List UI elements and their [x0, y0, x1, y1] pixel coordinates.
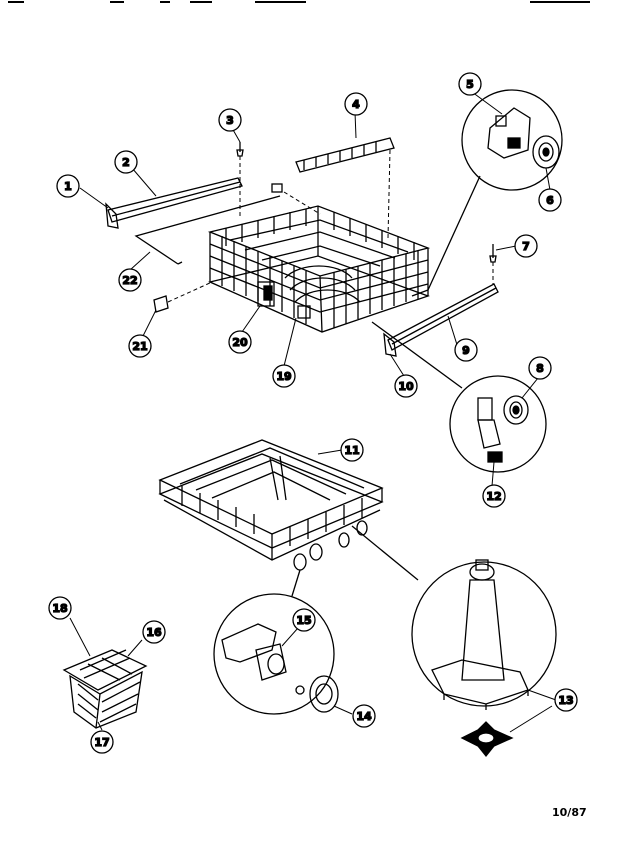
callout-14: 14	[352, 704, 376, 728]
callout-22: 22	[118, 268, 142, 292]
detail-circle-lower-wheel	[371, 321, 547, 473]
leader-lines	[69, 91, 557, 733]
callout-2: 2	[114, 150, 138, 174]
svg-text:17: 17	[94, 736, 109, 749]
callout-17: 17	[90, 730, 114, 754]
callout-8: 8	[528, 356, 552, 380]
svg-text:7: 7	[522, 240, 530, 253]
callout-16: 16	[142, 620, 166, 644]
callout-11: 11	[340, 438, 364, 462]
detail-circle-upper-wheel	[411, 89, 563, 297]
svg-text:18: 18	[52, 602, 67, 615]
callout-6: 6	[538, 188, 562, 212]
callout-12: 12	[482, 484, 506, 508]
svg-text:9: 9	[462, 344, 470, 357]
svg-text:5: 5	[466, 78, 474, 91]
callout-7: 7	[514, 234, 538, 258]
detail-circle-rack-roller	[213, 569, 339, 715]
callout-5: 5	[458, 72, 482, 96]
svg-text:3: 3	[226, 114, 234, 127]
svg-text:12: 12	[486, 490, 501, 503]
callout-18: 18	[48, 596, 72, 620]
guide-lines	[167, 149, 494, 303]
svg-text:13: 13	[558, 694, 573, 707]
upper-rack	[207, 205, 431, 333]
callout-3: 3	[218, 108, 242, 132]
svg-text:16: 16	[146, 626, 162, 639]
svg-text:10: 10	[398, 380, 414, 393]
svg-text:21: 21	[132, 340, 147, 353]
callouts: 1 2 3 4 5 6 7 8 9 10 11 12 13 14 15 16 1…	[48, 72, 578, 754]
svg-text:19: 19	[276, 370, 291, 383]
callout-21: 21	[128, 334, 152, 358]
callout-13: 13	[554, 688, 578, 712]
callout-1: 1	[56, 174, 80, 198]
svg-text:14: 14	[356, 710, 372, 723]
silverware-basket	[62, 649, 148, 729]
callout-4: 4	[344, 92, 368, 116]
callout-19: 19	[272, 364, 296, 388]
callout-10: 10	[394, 374, 418, 398]
svg-text:11: 11	[344, 444, 359, 457]
svg-text:1: 1	[64, 180, 72, 193]
callout-9: 9	[454, 338, 478, 362]
diagram-date: 10/87	[552, 806, 587, 819]
callout-15: 15	[292, 608, 316, 632]
svg-text:6: 6	[546, 194, 554, 207]
lower-rack	[158, 439, 384, 571]
svg-text:2: 2	[122, 156, 130, 169]
svg-text:15: 15	[296, 614, 311, 627]
upper-rack-parts	[105, 137, 499, 357]
svg-text:20: 20	[232, 336, 248, 349]
svg-text:8: 8	[536, 362, 544, 375]
callout-20: 20	[228, 330, 252, 354]
detail-circle-spray-tower	[351, 525, 557, 758]
svg-text:4: 4	[352, 98, 360, 111]
svg-text:22: 22	[122, 274, 137, 287]
